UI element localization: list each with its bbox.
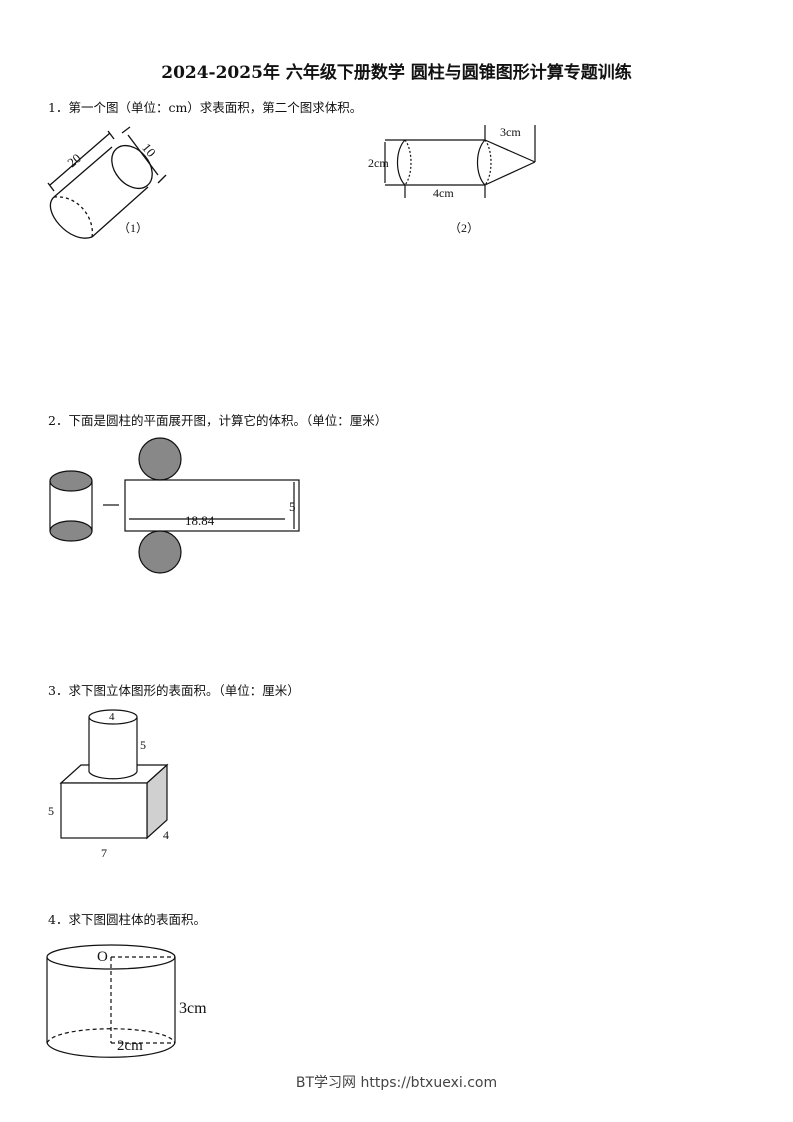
figure-cylinder-net: 18.84 5 <box>49 437 300 574</box>
box-height-label: 5 <box>48 804 54 818</box>
caption: （1） <box>118 221 148 235</box>
question-4-text: 4．求下图圆柱体的表面积。 <box>48 912 206 927</box>
length-label: 18.84 <box>185 513 215 528</box>
figure-cylinder: O 3cm 2cm <box>46 944 207 1058</box>
cyl-height-label: 5 <box>140 738 146 752</box>
figure-1-cylinder: 20 10 （1） <box>47 126 167 239</box>
box-length-label: 7 <box>101 846 107 860</box>
center-label: O <box>97 949 108 965</box>
footer-watermark: BT学习网 https://btxuexi.com <box>295 1075 498 1091</box>
figure-box-cylinder: 4 5 5 4 7 <box>48 709 169 860</box>
box-depth-label: 4 <box>163 828 169 842</box>
question-1-text: 1．第一个图（单位：cm）求表面积，第二个图求体积。 <box>48 100 363 115</box>
diameter-label: 2cm <box>368 156 389 170</box>
figure-2-cylinder-cone: 3cm 2cm 4cm （2） <box>368 125 536 235</box>
page-title: 2024-2025年 六年级下册数学 圆柱与圆锥图形计算专题训练 <box>161 63 632 83</box>
question-2-text: 2．下面是圆柱的平面展开图，计算它的体积。（单位：厘米） <box>48 413 388 428</box>
length-label: 4cm <box>433 186 454 200</box>
cyl-diameter-label: 4 <box>109 711 115 723</box>
length-label: 20 <box>64 150 84 170</box>
height-label: 3cm <box>179 1000 207 1017</box>
radius-label: 2cm <box>117 1038 143 1054</box>
question-3-text: 3．求下图立体图形的表面积。（单位：厘米） <box>48 683 300 698</box>
caption: （2） <box>449 221 479 235</box>
width-label: 5 <box>289 499 296 514</box>
cone-height-label: 3cm <box>500 125 521 139</box>
